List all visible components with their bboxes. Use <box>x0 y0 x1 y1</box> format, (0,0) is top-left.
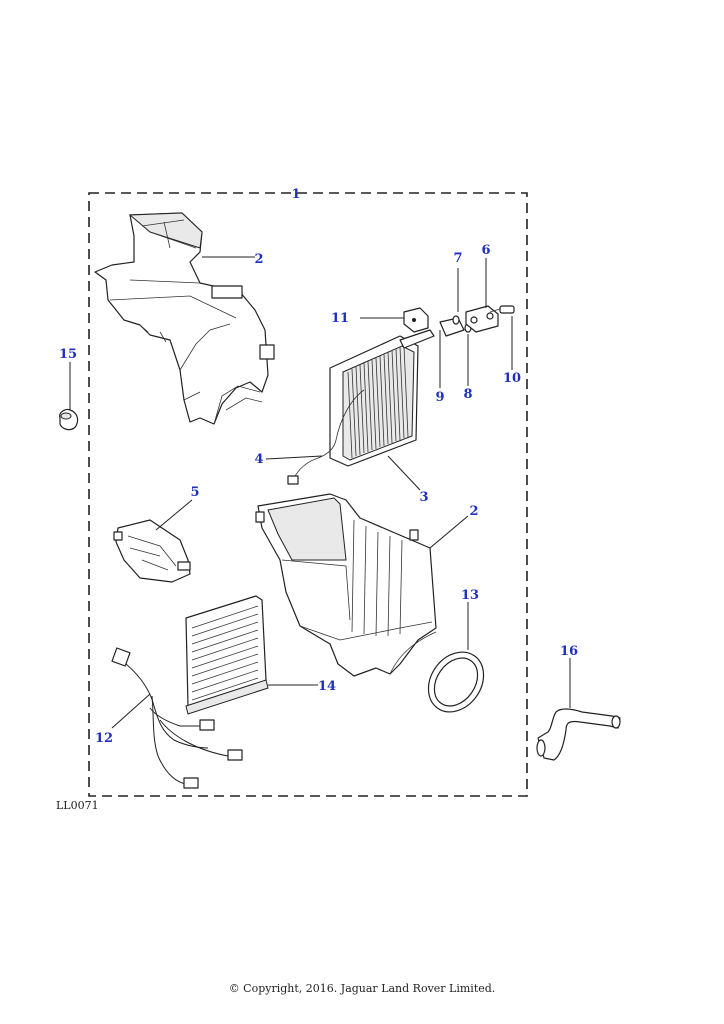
callout-6[interactable]: 6 <box>481 243 490 258</box>
diagram-reference-code: LL0071 <box>56 799 99 812</box>
callout-2-lower[interactable]: 2 <box>469 504 478 519</box>
part-bracket[interactable] <box>403 307 429 333</box>
callout-11[interactable]: 11 <box>331 311 349 326</box>
part-expansion-valve[interactable] <box>465 305 499 333</box>
callout-2-upper[interactable]: 2 <box>254 252 263 267</box>
callout-13[interactable]: 13 <box>461 588 479 603</box>
leader-lines <box>69 256 571 729</box>
callout-3[interactable]: 3 <box>419 490 428 505</box>
callout-16[interactable]: 16 <box>560 644 578 659</box>
part-plate[interactable] <box>439 317 465 337</box>
part-upper-duct-housing[interactable] <box>94 212 275 425</box>
part-seal-ring[interactable] <box>417 641 495 722</box>
callout-8[interactable]: 8 <box>463 387 472 402</box>
kit-boundary <box>88 192 528 797</box>
callout-4[interactable]: 4 <box>254 452 263 467</box>
part-wiring-harness[interactable] <box>111 647 243 789</box>
part-lower-heater-housing[interactable] <box>255 493 437 677</box>
part-actuator[interactable] <box>113 519 191 583</box>
part-o-ring-seal[interactable] <box>452 315 460 325</box>
part-evaporator-core[interactable] <box>287 329 435 485</box>
callout-7[interactable]: 7 <box>453 251 462 266</box>
part-pollen-filter[interactable] <box>185 595 269 715</box>
part-grommet[interactable] <box>59 408 79 431</box>
callout-12[interactable]: 12 <box>95 731 113 746</box>
callout-5[interactable]: 5 <box>190 485 199 500</box>
part-drain-pipe[interactable] <box>536 708 621 761</box>
callout-10[interactable]: 10 <box>503 371 521 386</box>
part-bolt[interactable] <box>489 305 515 314</box>
callout-9[interactable]: 9 <box>435 390 444 405</box>
callout-1[interactable]: 1 <box>291 187 300 202</box>
copyright-notice: © Copyright, 2016. Jaguar Land Rover Lim… <box>228 982 496 995</box>
callout-14[interactable]: 14 <box>318 679 336 694</box>
callout-15[interactable]: 15 <box>59 347 77 362</box>
